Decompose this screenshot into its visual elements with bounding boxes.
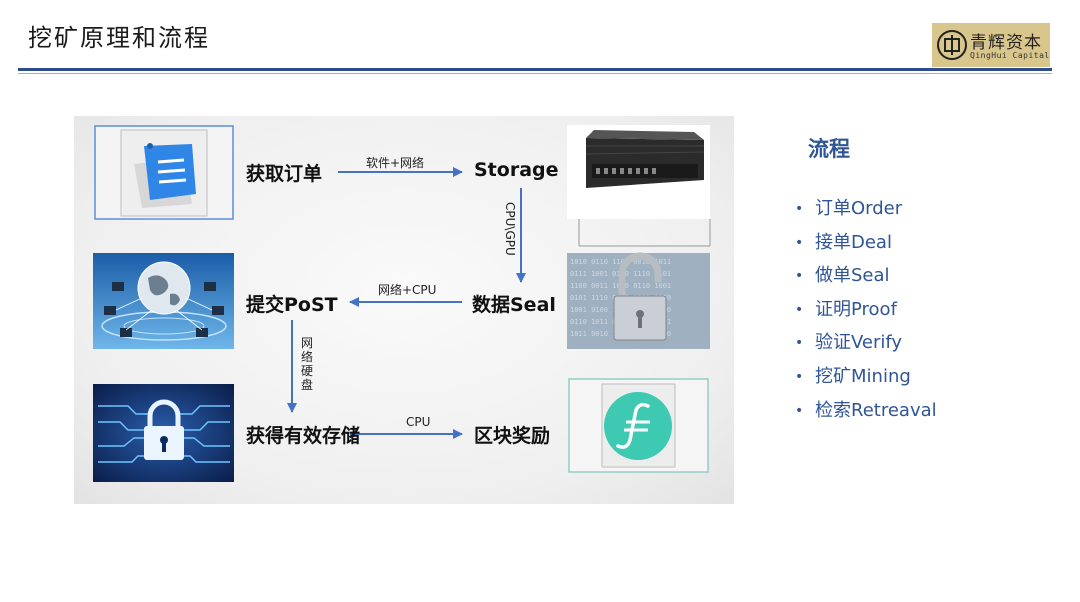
- seal-icon: [937, 30, 967, 60]
- bullet-icon: •: [795, 402, 804, 419]
- logo-text-cn: 青辉资本: [970, 33, 1042, 53]
- edge-label-char: 盘: [301, 378, 314, 392]
- node-post: 提交PoST: [246, 294, 338, 316]
- company-logo: 青辉资本 QingHui Capital: [932, 23, 1050, 67]
- bullet-icon: •: [795, 268, 804, 285]
- bullet-icon: •: [795, 368, 804, 385]
- list-item: •接单Deal: [795, 231, 892, 253]
- filecoin-coin-image: [568, 378, 709, 473]
- edge-label-cpu: CPU: [406, 415, 431, 429]
- bullet-icon: •: [795, 234, 804, 251]
- node-seal: 数据Seal: [472, 294, 556, 316]
- edge-label-char: 硬: [301, 364, 314, 378]
- node-block-reward: 区块奖励: [474, 425, 551, 447]
- edge-label-network-cpu: 网络+CPU: [378, 283, 437, 297]
- svg-text:1010 0110 1101 0010 1011: 1010 0110 1101 0010 1011: [570, 258, 671, 266]
- list-item: •验证Verify: [795, 332, 903, 354]
- server-image: [567, 125, 711, 247]
- edge-label-char: 网: [301, 336, 314, 350]
- list-item: •证明Proof: [795, 298, 897, 320]
- note-document-image: [94, 125, 234, 220]
- node-storage: Storage: [474, 159, 559, 181]
- flow-step-list: •订单Order •接单Deal •做单Seal •证明Proof •验证Ver…: [795, 197, 937, 432]
- node-valid-storage: 获得有效存储: [246, 425, 361, 447]
- logo-text-en: QingHui Capital: [970, 51, 1050, 60]
- bullet-icon: •: [795, 201, 804, 217]
- list-item: •挖矿Mining: [795, 365, 911, 387]
- flow-heading: 流程: [808, 137, 850, 161]
- globe-network-image: [93, 253, 234, 349]
- edge-label-network-disk: 网 络 硬 盘: [301, 336, 313, 392]
- flow-diagram: 1010 0110 1101 0010 1011 0111 1001 0100 …: [74, 116, 734, 504]
- bullet-icon: •: [795, 335, 804, 352]
- page-title: 挖矿原理和流程: [28, 24, 210, 52]
- bullet-icon: •: [795, 301, 804, 318]
- list-item: •做单Seal: [795, 265, 890, 287]
- header-rule: [18, 68, 1052, 71]
- circuit-lock-image: [93, 384, 234, 482]
- padlock-image: 1010 0110 1101 0010 1011 0111 1001 0100 …: [567, 252, 710, 349]
- header-rule-thin: [18, 73, 1052, 74]
- edge-label-char: 络: [301, 350, 314, 364]
- list-item: •订单Order: [795, 198, 903, 219]
- edge-label-software-network: 软件+网络: [366, 156, 425, 170]
- list-item: •检索Retreaval: [795, 399, 937, 421]
- edge-label-cpu-gpu: CPU\GPU: [503, 202, 517, 256]
- node-get-order: 获取订单: [246, 163, 323, 185]
- diagram-graphics: 1010 0110 1101 0010 1011 0111 1001 0100 …: [93, 125, 711, 482]
